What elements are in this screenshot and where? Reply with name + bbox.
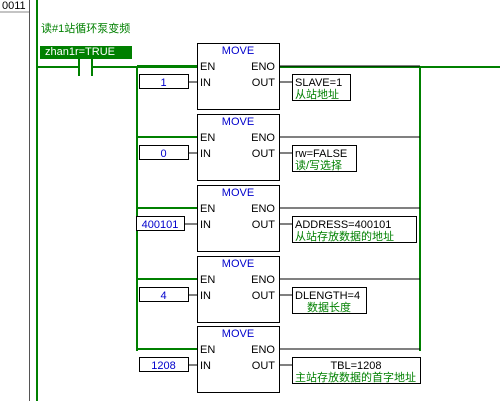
output-comment: 读/写选择	[295, 158, 342, 172]
output-comment: 从站地址	[295, 87, 339, 101]
output-variable-box[interactable]	[292, 74, 351, 101]
eno-pin-label: ENO	[251, 344, 275, 356]
input-value: 0	[160, 148, 166, 160]
move-block-title: MOVE	[222, 258, 254, 270]
move-block-box[interactable]	[197, 43, 280, 110]
en-pin-label: EN	[200, 61, 215, 73]
contact-symbol[interactable]	[78, 59, 93, 76]
input-value-box[interactable]	[139, 287, 189, 302]
move-block-3[interactable]: MOVE EN ENO IN OUT 400101 ADDRESS=400101从站存放数据…	[136, 185, 421, 252]
out-pin-label: OUT	[252, 219, 276, 231]
rung-number: 0011	[2, 0, 26, 12]
out-pin-label: OUT	[252, 77, 276, 89]
output-variable: TBL=1208	[330, 360, 381, 372]
en-pin-label: EN	[200, 344, 215, 356]
eno-pin-label: ENO	[251, 274, 275, 286]
input-value-box[interactable]	[139, 145, 189, 160]
input-value-box[interactable]	[139, 74, 189, 89]
move-block-title: MOVE	[222, 328, 254, 340]
output-variable: DLENGTH=4	[295, 290, 360, 302]
move-block-box[interactable]	[197, 185, 280, 252]
output-variable-box[interactable]	[292, 287, 367, 314]
output-comment: 主站存放数据的首字地址	[295, 370, 416, 384]
input-value: 400101	[142, 219, 179, 231]
input-value: 1208	[151, 360, 175, 372]
en-pin-label: EN	[200, 203, 215, 215]
eno-pin-label: ENO	[251, 203, 275, 215]
en-pin-label: EN	[200, 132, 215, 144]
input-value-box[interactable]	[139, 357, 189, 372]
move-block-box[interactable]	[197, 256, 280, 323]
output-comment: 从站存放数据的地址	[295, 229, 394, 243]
in-pin-label: IN	[200, 290, 211, 302]
output-variable-box[interactable]	[292, 357, 421, 384]
out-pin-label: OUT	[252, 360, 276, 372]
output-variable: SLAVE=1	[295, 77, 342, 89]
move-block-title: MOVE	[222, 116, 254, 128]
in-pin-label: IN	[200, 360, 211, 372]
move-block-title: MOVE	[222, 187, 254, 199]
output-variable-box[interactable]	[292, 145, 357, 172]
output-variable: rw=FALSE	[295, 148, 347, 160]
move-block-box[interactable]	[197, 326, 280, 393]
output-variable: ADDRESS=400101	[295, 219, 391, 231]
in-pin-label: IN	[200, 219, 211, 231]
input-value: 1	[160, 77, 166, 89]
move-block-box[interactable]	[197, 114, 280, 181]
move-block-title: MOVE	[222, 45, 254, 57]
output-variable-box[interactable]	[292, 216, 417, 243]
contact-label[interactable]: zhan1r=TRUE	[40, 46, 132, 59]
input-value-box[interactable]	[136, 216, 185, 231]
eno-pin-label: ENO	[251, 61, 275, 73]
in-pin-label: IN	[200, 77, 211, 89]
out-pin-label: OUT	[252, 148, 276, 160]
input-value: 4	[160, 290, 166, 302]
output-comment: 数据长度	[307, 300, 351, 314]
in-pin-label: IN	[200, 148, 211, 160]
eno-pin-label: ENO	[251, 132, 275, 144]
en-pin-label: EN	[200, 274, 215, 286]
rung-comment: 读#1站循环泵变频	[41, 23, 131, 35]
out-pin-label: OUT	[252, 290, 276, 302]
